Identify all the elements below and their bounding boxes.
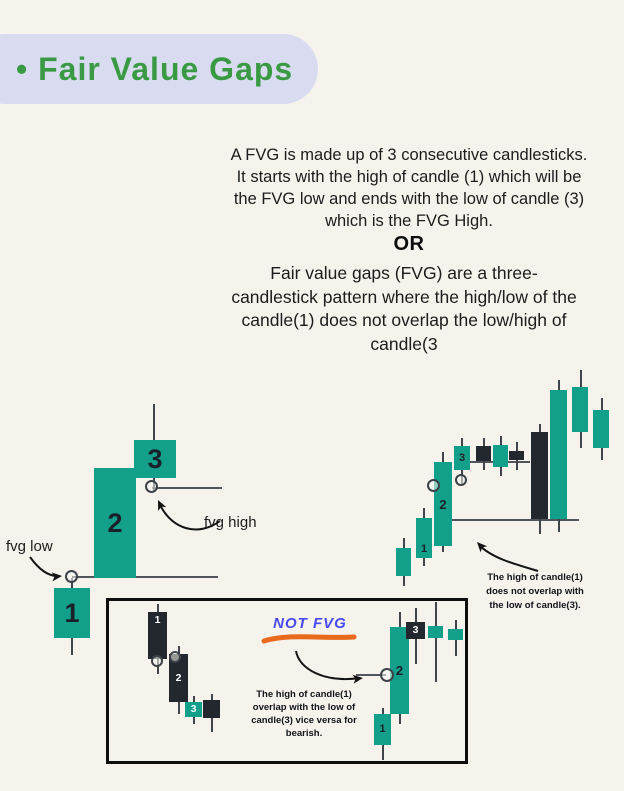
candle-body [509, 451, 524, 460]
definition-paragraph: Fair value gaps (FVG) are a three- candl… [178, 262, 624, 356]
not-fvg-frame [106, 598, 468, 764]
not-fvg-note-line: The high of candle(1) [256, 689, 352, 700]
fvg-low-marker [65, 570, 78, 583]
overlap-marker [380, 668, 394, 682]
notfvg-right-candle-3-body: 3 [406, 622, 425, 639]
not-fvg-note-line: overlap with the low of [252, 702, 356, 713]
overlap-line [356, 674, 386, 676]
candle-body [428, 626, 443, 638]
fvg-high-arrowhead [158, 500, 167, 511]
fvg-high-marker [145, 480, 158, 493]
notfvg-left-candle-2-body: 2 [169, 654, 188, 702]
definition-line: candlestick pattern where the high/low o… [231, 286, 577, 307]
context-note-line: the low of candle(3). [489, 600, 581, 611]
candle-body [593, 410, 609, 448]
context-candle-1-body: 1 [416, 518, 432, 558]
fvg-low-line [72, 576, 218, 578]
notfvg-left-candle-3-label: 3 [190, 703, 197, 716]
candle-body [493, 445, 508, 467]
notfvg-right-candle-2-body: 2 [390, 627, 409, 714]
title-banner: • Fair Value Gaps [0, 34, 318, 104]
context-candle-2-label: 2 [439, 496, 447, 512]
context-candle-3-body: 3 [454, 446, 470, 470]
intro-line: the FVG low and ends with the low of can… [233, 190, 585, 208]
fvg-high-label: fvg high [204, 514, 257, 531]
intro-line: A FVG is made up of 3 consecutive candle… [230, 146, 588, 164]
fvg-low-arrowhead [51, 572, 62, 582]
context-note-arrowhead [477, 542, 488, 553]
candle-body [476, 446, 491, 461]
bullish-candle-1-label: 1 [64, 597, 80, 628]
not-fvg-title: NOT FVG [273, 615, 347, 632]
not-fvg-note-line: candle(3) vice versa for [251, 715, 357, 726]
definition-line: candle(3 [370, 333, 438, 354]
page-title: • Fair Value Gaps [16, 50, 294, 87]
notfvg-left-candle-1-label: 1 [154, 614, 161, 626]
notfvg-right-candle-1-label: 1 [379, 723, 386, 735]
candle-body [531, 432, 548, 519]
or-label: OR [393, 233, 425, 255]
candle-body [448, 629, 463, 640]
candle-body [550, 390, 567, 519]
fvg-low-label: fvg low [6, 538, 53, 555]
fvg-high-line [152, 487, 222, 489]
notfvg-left-candle-1-body: 1 [148, 612, 167, 659]
notfvg-left-candle-2-label: 2 [175, 671, 182, 684]
candle-wick [435, 602, 437, 682]
notfvg-right-candle-3-label: 3 [412, 624, 419, 637]
context-note: The high of candle(1) does not overlap w… [476, 571, 594, 613]
fvg-low-arrow [29, 556, 61, 578]
definition-line: Fair value gaps (FVG) are a three- [270, 263, 538, 283]
intro-paragraph: A FVG is made up of 3 consecutive candle… [203, 144, 615, 232]
bullish-candle-1-body: 1 [54, 588, 90, 638]
bullish-candle-2-label: 2 [107, 507, 123, 538]
context-candle-3-label: 3 [458, 451, 466, 464]
context-note-line: The high of candle(1) [487, 572, 583, 583]
context-candle-1-label: 1 [420, 543, 428, 555]
overlap-marker [151, 655, 163, 667]
overlap-marker [169, 651, 181, 663]
candle1-high-line [447, 519, 579, 521]
context-note-line: does not overlap with [486, 586, 584, 597]
notfvg-right-candle-1-body: 1 [374, 714, 391, 745]
candle-body [572, 387, 588, 432]
context-candle-2-body: 2 [434, 462, 452, 546]
bullish-candle-2-body: 2 [94, 468, 136, 578]
candle-body [203, 700, 220, 718]
bullish-candle-3-label: 3 [147, 443, 163, 474]
bullish-candle-3-body: 3 [134, 440, 176, 478]
definition-line: candle(1) does not overlap the low/high … [241, 310, 567, 330]
notfvg-left-candle-3-body: 3 [185, 702, 202, 717]
context-note-arrow [478, 544, 539, 572]
candle3-low-marker [455, 474, 467, 486]
not-fvg-note-line: bearish. [285, 728, 323, 739]
intro-line: which is the FVG High. [325, 212, 493, 230]
notfvg-right-candle-2-label: 2 [395, 663, 404, 678]
candle2-marker [427, 479, 440, 492]
candle-body [396, 548, 411, 576]
intro-line: It starts with the high of candle (1) wh… [236, 168, 582, 186]
not-fvg-note: The high of candle(1) overlap with the l… [246, 688, 362, 740]
